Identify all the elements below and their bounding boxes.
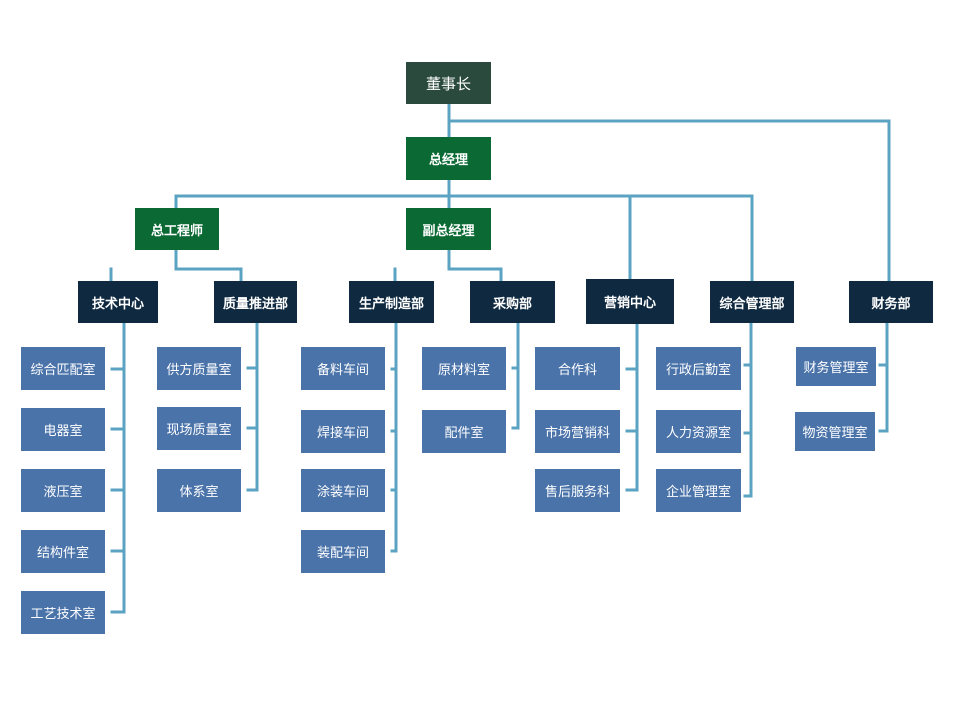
chief-engineer-node: 总工程师 (135, 208, 219, 250)
dept-quality: 质量推进部 (214, 281, 297, 323)
general-manager-node: 总经理 (406, 137, 491, 180)
dept-finance: 财务部 (849, 281, 933, 323)
office-node: 结构件室 (21, 530, 105, 573)
office-node: 电器室 (21, 408, 105, 451)
office-node: 物资管理室 (795, 412, 875, 451)
office-node: 市场营销科 (535, 410, 620, 453)
dept-production: 生产制造部 (349, 281, 434, 323)
office-node: 合作科 (535, 347, 620, 390)
office-node: 焊接车间 (301, 410, 385, 453)
office-node: 涂装车间 (301, 469, 385, 512)
office-node: 供方质量室 (157, 347, 241, 390)
office-node: 配件室 (422, 410, 506, 453)
deputy-gm-node: 副总经理 (406, 208, 491, 250)
office-node: 企业管理室 (656, 469, 741, 512)
office-node: 体系室 (157, 469, 241, 512)
office-node: 原材料室 (422, 347, 506, 390)
office-node: 液压室 (21, 469, 105, 512)
office-node: 工艺技术室 (21, 591, 105, 634)
dept-purchasing: 采购部 (470, 281, 555, 323)
office-node: 人力资源室 (656, 410, 741, 453)
dept-admin: 综合管理部 (710, 281, 794, 323)
office-node: 财务管理室 (796, 347, 876, 386)
office-node: 综合匹配室 (21, 347, 105, 390)
dept-marketing: 营销中心 (586, 279, 674, 324)
chairman-node: 董事长 (406, 62, 491, 104)
dept-tech-center: 技术中心 (78, 281, 158, 323)
office-node: 现场质量室 (157, 407, 241, 450)
office-node: 装配车间 (301, 530, 385, 573)
office-node: 售后服务科 (535, 469, 620, 512)
office-node: 行政后勤室 (656, 347, 741, 390)
office-node: 备料车间 (301, 347, 385, 390)
